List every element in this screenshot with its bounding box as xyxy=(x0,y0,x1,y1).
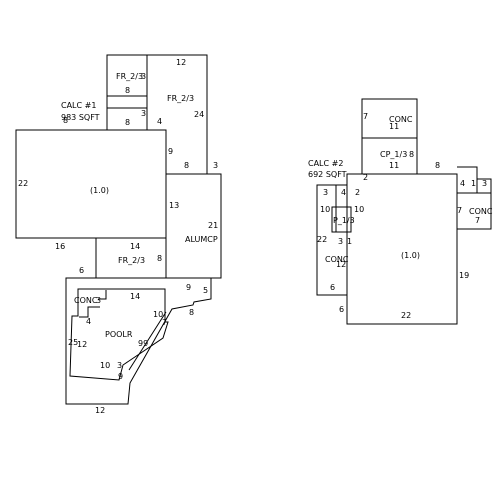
b1-calc-label: CALC #1 xyxy=(61,101,96,110)
b1-main-area-label: (1.0) xyxy=(90,186,109,195)
b1-dim: 13 xyxy=(169,201,179,210)
b1-conc-label: CONC xyxy=(74,296,98,305)
b2-p-label: P_1/3 xyxy=(333,216,355,225)
b2-main-area-outline xyxy=(346,173,458,325)
b2-dim: 3 xyxy=(323,188,328,197)
b1-pool-inner-line xyxy=(79,290,107,318)
b1-dim: 3 xyxy=(141,109,146,118)
b1-step-line xyxy=(128,311,167,371)
b2-dim: 7 xyxy=(457,206,462,215)
b1-pool-outline xyxy=(69,288,169,381)
b1-dim: 7 xyxy=(162,318,167,327)
b1-main-area-outline xyxy=(15,129,167,239)
b2-conc-right-label: CONC xyxy=(469,207,493,216)
b1-dim: 10 xyxy=(153,310,163,319)
building-2-sketch: CALC #2 692 SQFT (1.0) CONC CP_1/3 P_1/3… xyxy=(308,98,493,325)
b1-dim: 8 xyxy=(125,118,130,127)
b1-dim: 16 xyxy=(55,242,65,251)
b2-area-label: 692 SQFT xyxy=(308,170,347,179)
b2-dim: 7 xyxy=(363,112,368,121)
b1-dim: 8 xyxy=(184,161,189,170)
b2-dim: 11 xyxy=(389,122,399,131)
b1-dim: 6 xyxy=(79,266,84,275)
b1-dim: 8 xyxy=(63,116,68,125)
b1-dim: 4 xyxy=(86,317,91,326)
b2-calc-label: CALC #2 xyxy=(308,159,343,168)
b2-dim: 4 xyxy=(341,188,346,197)
b2-p-outline xyxy=(331,206,352,233)
b1-area-label: 983 SQFT xyxy=(61,113,100,122)
b2-conc-left-outline xyxy=(316,184,348,296)
b2-cp-label: CP_1/3 xyxy=(380,150,407,159)
b1-dim: 3 xyxy=(117,361,122,370)
b1-dim: 24 xyxy=(194,110,204,119)
b1-dim: 25 xyxy=(68,338,78,347)
b2-dim: 2 xyxy=(363,173,368,182)
b1-dim: 10 xyxy=(100,361,110,370)
b2-dim: 4 xyxy=(460,179,465,188)
b1-fr-upper-right-label: FR_2/3 xyxy=(167,94,194,103)
b1-dim: 3 xyxy=(141,72,146,81)
b2-dim: 6 xyxy=(330,283,335,292)
b2-dim: 1 xyxy=(471,179,476,188)
b2-dim: 19 xyxy=(459,271,469,280)
b2-dim: 3 xyxy=(482,179,487,188)
b2-dim: 22 xyxy=(317,235,327,244)
b2-conc-right-top xyxy=(457,166,492,193)
b1-dim: 8 xyxy=(189,308,194,317)
b2-conc-right-outline xyxy=(456,192,492,230)
building-1-sketch: CALC #1 983 SQFT (1.0) FR_2/3 FR_2/3 FR_… xyxy=(15,54,222,415)
b2-dim: 12 xyxy=(336,260,346,269)
b1-fr-lower-label: FR_2/3 xyxy=(118,256,145,265)
b2-dim: 8 xyxy=(435,161,440,170)
b1-dim: 5 xyxy=(203,286,208,295)
b2-conc-left-label: CONC xyxy=(325,255,349,264)
b2-dim: 6 xyxy=(339,305,344,314)
b1-dim: 12 xyxy=(95,406,105,415)
b2-dim: 22 xyxy=(401,311,411,320)
b2-dim: 1 xyxy=(347,237,352,246)
b1-dim: 9 xyxy=(186,283,191,292)
b1-dim: 9 xyxy=(118,372,123,381)
b1-dim: 12 xyxy=(176,58,186,67)
b1-dim: 8 xyxy=(157,254,162,263)
b1-dim: 3 xyxy=(96,296,101,305)
b1-dim: 8 xyxy=(125,86,130,95)
b1-alum-cp-label: ALUMCP xyxy=(185,235,218,244)
b1-conc-outline xyxy=(65,277,212,405)
b1-dim: 99 xyxy=(138,339,148,348)
b1-pool-label: POOLR xyxy=(105,330,133,339)
b2-dim: 7 xyxy=(475,216,480,225)
b1-dim: 9 xyxy=(168,147,173,156)
b2-conc-top-label: CONC xyxy=(389,115,413,124)
b2-dim: 11 xyxy=(389,161,399,170)
b2-main-area-label: (1.0) xyxy=(401,251,420,260)
b2-dim: 8 xyxy=(409,150,414,159)
b1-dim: 4 xyxy=(157,117,162,126)
b1-fr-upper-left-label: FR_2/3 xyxy=(116,72,143,81)
b1-dim: 21 xyxy=(208,221,218,230)
b1-dim: 14 xyxy=(130,292,140,301)
b1-dim: 14 xyxy=(130,242,140,251)
b2-dim: 10 xyxy=(354,205,364,214)
b1-dim: 12 xyxy=(77,340,87,349)
b2-dim: 10 xyxy=(320,205,330,214)
b2-dim: 3 xyxy=(338,237,343,246)
b1-dim: 22 xyxy=(18,179,28,188)
b1-dim: 3 xyxy=(213,161,218,170)
b2-dim: 2 xyxy=(355,188,360,197)
